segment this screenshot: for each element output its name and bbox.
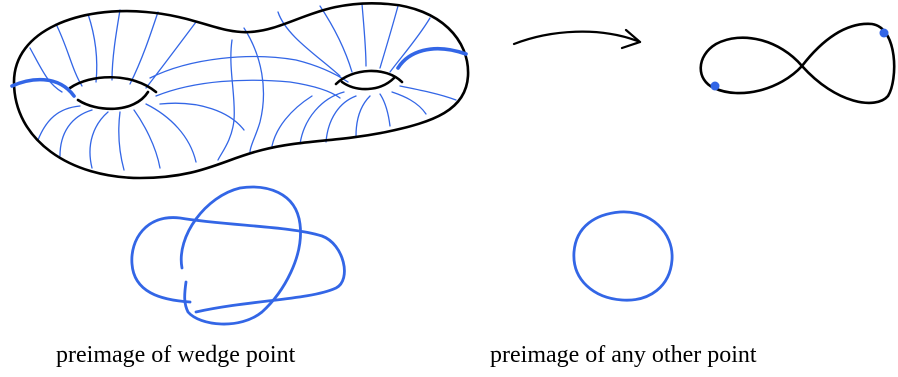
knot-strand-diagonal <box>179 185 302 326</box>
thick-fiber-segments <box>10 46 468 98</box>
circle-preimage <box>572 210 674 302</box>
arrow-head <box>620 28 642 50</box>
fiber-curve <box>379 93 391 127</box>
fiber-curve <box>379 5 399 69</box>
fiber-curve <box>129 11 159 85</box>
fiber-curve <box>299 91 345 145</box>
left-hole-upper-lip <box>68 75 158 94</box>
fiber-curve <box>89 111 109 169</box>
arrow-shaft <box>512 30 642 46</box>
left-thick-fiber <box>10 77 76 98</box>
map-arrow <box>512 28 642 50</box>
fiber-curve <box>55 23 83 87</box>
fiber-curve <box>87 13 98 83</box>
fiber-curve <box>59 109 93 157</box>
wedge-marked-points <box>710 28 889 91</box>
fiber-curve <box>37 105 81 141</box>
figure-eight-wedge <box>699 22 896 105</box>
fiber-curve <box>118 111 125 171</box>
preimage-circle <box>572 210 674 302</box>
fiber-curve <box>391 91 427 115</box>
caption-other-point: preimage of any other point <box>490 342 757 368</box>
wedge-curve <box>699 22 896 105</box>
fiber-curve <box>145 21 197 89</box>
fiber-curve <box>111 9 121 81</box>
surface-outline <box>12 1 470 180</box>
fiber-curve <box>319 5 353 73</box>
fiber-curve <box>399 85 457 101</box>
fiber-curve <box>361 3 367 67</box>
right-hole-lower-lip <box>340 76 396 91</box>
fiber-curve <box>355 95 371 137</box>
fiber-curve <box>149 55 349 83</box>
fiber-curves <box>29 3 457 171</box>
right-thick-fiber <box>396 46 468 70</box>
knot-strand-horizontal <box>130 216 346 314</box>
caption-wedge-point: preimage of wedge point <box>56 342 296 368</box>
marked-point-left <box>710 81 720 91</box>
fiber-curve <box>155 79 341 99</box>
left-hole-lower-lip <box>76 90 150 111</box>
right-hole-upper-lip <box>334 69 404 86</box>
fiber-curve <box>389 17 431 73</box>
fiber-curve <box>29 47 63 93</box>
fiber-curve <box>145 103 197 163</box>
fiber-curve <box>159 102 245 131</box>
fiber-curve <box>243 27 265 153</box>
fiber-curve <box>133 109 161 169</box>
fiber-curve <box>271 95 313 147</box>
genus-two-surface <box>12 1 470 180</box>
marked-point-right <box>879 28 889 38</box>
wedge-point-preimage-knot <box>130 185 346 326</box>
fiber-curve <box>277 11 341 77</box>
fiber-curve <box>325 95 357 143</box>
